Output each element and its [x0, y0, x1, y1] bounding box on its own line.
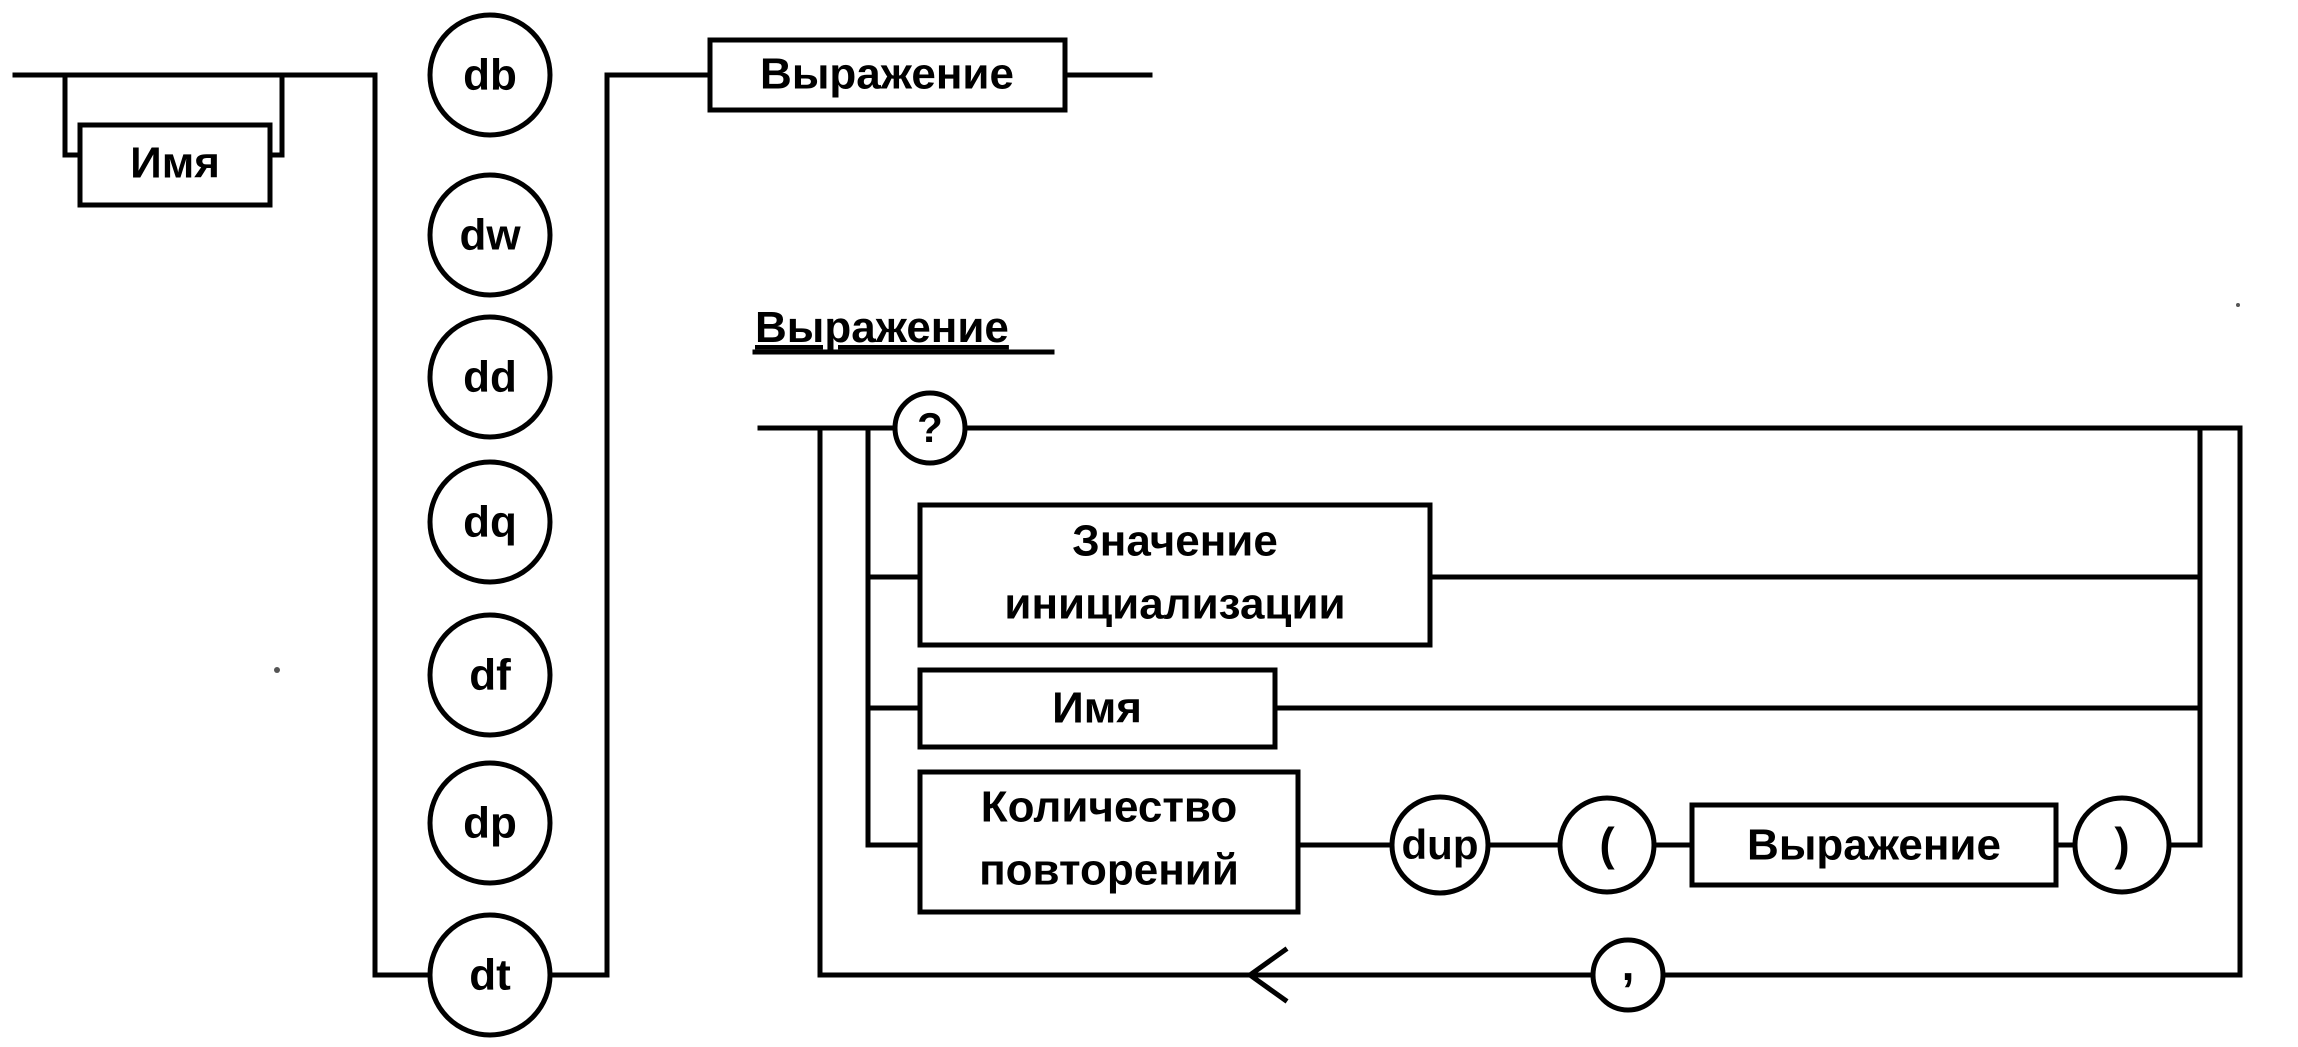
open-paren-label: (	[1599, 818, 1615, 870]
close-paren-label: )	[2114, 818, 2129, 870]
inner-expression-box	[1689, 802, 2059, 888]
directive-dp-label: dp	[463, 799, 517, 848]
name-box-label: Имя	[130, 139, 220, 188]
directive-dd-label: dd	[463, 353, 517, 402]
directive-dp	[427, 760, 553, 886]
directive-df-label: df	[469, 651, 511, 700]
expression-diagram: Выражение Значение инициализации Имя Кол…	[752, 303, 2243, 1013]
directive-df	[427, 612, 553, 738]
comma-circle	[1590, 937, 1666, 1013]
name-option-box	[917, 667, 1278, 750]
dup-label: dup	[1402, 821, 1479, 868]
directive-dq-label: dq	[463, 498, 517, 547]
comma-label: ,	[1622, 938, 1635, 990]
directive-db	[427, 12, 553, 138]
repeat-count-line1: Количество	[981, 783, 1237, 832]
init-value-line1: Значение	[1072, 517, 1278, 566]
directive-db-label: db	[463, 51, 517, 100]
directive-dq	[427, 459, 553, 585]
directive-dw-label: dw	[459, 211, 521, 260]
init-value-line2: инициализации	[1004, 580, 1345, 629]
expression-box-label: Выражение	[760, 50, 1014, 99]
expression-title: Выражение	[755, 303, 1009, 352]
repeat-count-line2: повторений	[979, 846, 1239, 895]
definition-diagram: Имя db dw dd dq df dp dt Выражение	[12, 12, 1153, 1038]
directive-dd	[427, 314, 553, 440]
expression-box	[707, 37, 1068, 113]
name-box	[77, 122, 273, 208]
directive-dt-label: dt	[469, 951, 511, 1000]
return-arrow-icon	[1245, 946, 1289, 1004]
question-circle	[892, 390, 968, 466]
scan-specks	[274, 303, 2240, 673]
question-label: ?	[917, 404, 943, 451]
directive-dw	[427, 172, 553, 298]
directive-dt	[427, 912, 553, 1038]
inner-expression-label: Выражение	[1747, 821, 2001, 870]
init-value-box	[917, 502, 1433, 648]
repeat-count-box	[917, 769, 1301, 915]
name-option-label: Имя	[1052, 684, 1142, 733]
